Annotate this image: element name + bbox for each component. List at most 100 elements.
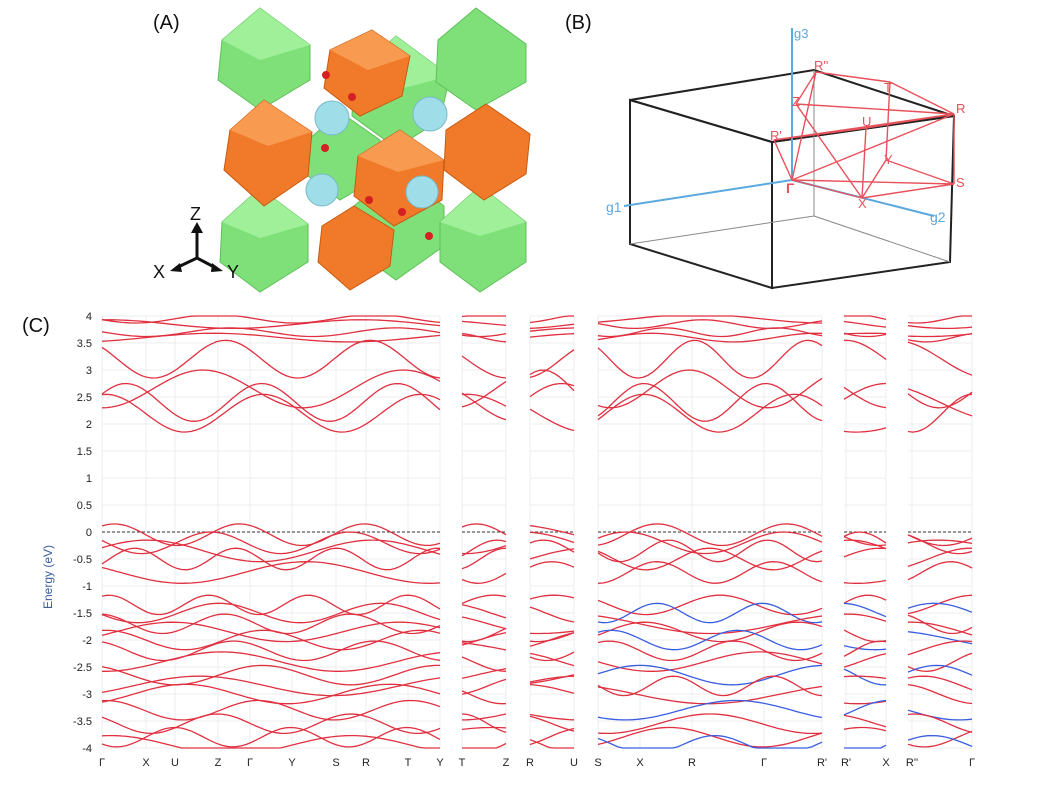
band-line bbox=[461, 393, 507, 407]
band-line bbox=[597, 651, 823, 672]
band-line bbox=[101, 629, 441, 651]
band-line bbox=[461, 572, 507, 584]
band-line bbox=[101, 602, 441, 624]
y-tick-label: -1 bbox=[82, 581, 92, 593]
band-line bbox=[101, 539, 441, 563]
band-line bbox=[461, 523, 507, 536]
x-tick-label: Y bbox=[288, 757, 296, 769]
band-line bbox=[907, 333, 973, 343]
y-tick-label: -2.5 bbox=[73, 662, 92, 674]
band-line bbox=[101, 640, 441, 662]
band-line bbox=[529, 632, 575, 647]
band-line bbox=[907, 391, 973, 409]
y-tick-label: 2.5 bbox=[77, 392, 92, 404]
y-tick-label: 1.5 bbox=[77, 446, 92, 458]
point-label-r: R bbox=[956, 101, 965, 116]
band-line bbox=[461, 678, 507, 695]
x-tick-label: X bbox=[636, 757, 644, 769]
band-structure-chart: Energy (eV) 43.532.521.510.50-0.5-1-1.5-… bbox=[41, 311, 975, 769]
band-line bbox=[101, 339, 441, 379]
band-line bbox=[101, 327, 441, 338]
band-line bbox=[907, 547, 973, 568]
band-line bbox=[461, 656, 507, 672]
band-line bbox=[907, 388, 973, 417]
x-tick-label: R' bbox=[841, 757, 851, 769]
band-line bbox=[529, 675, 575, 683]
band-line bbox=[843, 653, 887, 668]
band-line bbox=[102, 319, 441, 330]
band-line bbox=[843, 332, 887, 335]
band-line bbox=[529, 539, 575, 553]
band-line bbox=[597, 393, 823, 433]
band-line bbox=[101, 382, 441, 422]
band-line bbox=[843, 668, 887, 686]
band-line bbox=[101, 369, 441, 409]
point-label-u: U bbox=[862, 114, 871, 129]
band-line bbox=[907, 631, 973, 645]
band-line bbox=[101, 561, 441, 584]
axis-label-x: X bbox=[153, 262, 165, 282]
y-tick-label: 1 bbox=[86, 473, 92, 485]
crystal-structure: Z X Y bbox=[153, 7, 531, 293]
x-tick-label: Z bbox=[215, 757, 222, 769]
band-line bbox=[461, 355, 507, 379]
band-line bbox=[907, 539, 973, 545]
band-line bbox=[597, 699, 823, 721]
band-line bbox=[529, 349, 575, 379]
x-tick-label: R' bbox=[817, 757, 827, 769]
axis-label-z: Z bbox=[190, 204, 201, 224]
x-tick-label: T bbox=[459, 757, 466, 769]
x-tick-label: T bbox=[405, 757, 412, 769]
band-line bbox=[843, 427, 887, 433]
band-line bbox=[597, 629, 823, 651]
band-line bbox=[529, 606, 575, 623]
band-line bbox=[907, 534, 973, 555]
y-tick-label: -1.5 bbox=[73, 608, 92, 620]
band-line bbox=[529, 315, 574, 324]
y-tick-label: 3 bbox=[86, 365, 92, 377]
band-line bbox=[907, 730, 973, 748]
band-line bbox=[597, 561, 823, 584]
band-line bbox=[461, 315, 506, 318]
band-line bbox=[907, 664, 973, 676]
band-line bbox=[101, 734, 440, 749]
band-line bbox=[529, 630, 575, 635]
x-tick-label: Γ bbox=[761, 757, 767, 769]
band-line bbox=[529, 683, 575, 694]
cations bbox=[305, 96, 448, 209]
band-line bbox=[101, 523, 441, 547]
band-line bbox=[101, 699, 441, 721]
band-line bbox=[529, 713, 575, 721]
panel-b: (B) bbox=[560, 0, 1046, 305]
band-line bbox=[461, 616, 507, 630]
band-line bbox=[461, 392, 507, 421]
band-line bbox=[529, 382, 575, 398]
x-tick-label: U bbox=[570, 757, 578, 769]
x-tick-label: Z bbox=[503, 757, 510, 769]
point-label-r-double: R'' bbox=[814, 58, 828, 73]
band-line bbox=[529, 652, 575, 667]
high-symmetry-path bbox=[773, 71, 955, 199]
x-tick-label: X bbox=[142, 757, 150, 769]
point-label-y: Y bbox=[884, 152, 893, 167]
x-tick-label: U bbox=[171, 757, 179, 769]
panel-a-label: (A) bbox=[153, 12, 180, 34]
band-line bbox=[462, 742, 507, 749]
band-line bbox=[843, 332, 887, 338]
band-line bbox=[597, 369, 823, 409]
band-line bbox=[843, 535, 887, 547]
x-tick-label: X bbox=[882, 757, 890, 769]
band-line bbox=[907, 561, 973, 581]
y-tick-label: -2 bbox=[82, 635, 92, 647]
band-line bbox=[101, 621, 441, 643]
band-line bbox=[843, 339, 887, 361]
x-tick-label: R'' bbox=[906, 757, 918, 769]
band-line bbox=[907, 734, 973, 748]
band-line bbox=[597, 315, 822, 324]
band-line bbox=[597, 531, 823, 555]
y-tick-label: 3.5 bbox=[77, 338, 92, 350]
band-line bbox=[843, 382, 887, 400]
band-line bbox=[908, 621, 973, 636]
band-line bbox=[101, 713, 441, 735]
band-line bbox=[843, 579, 887, 584]
